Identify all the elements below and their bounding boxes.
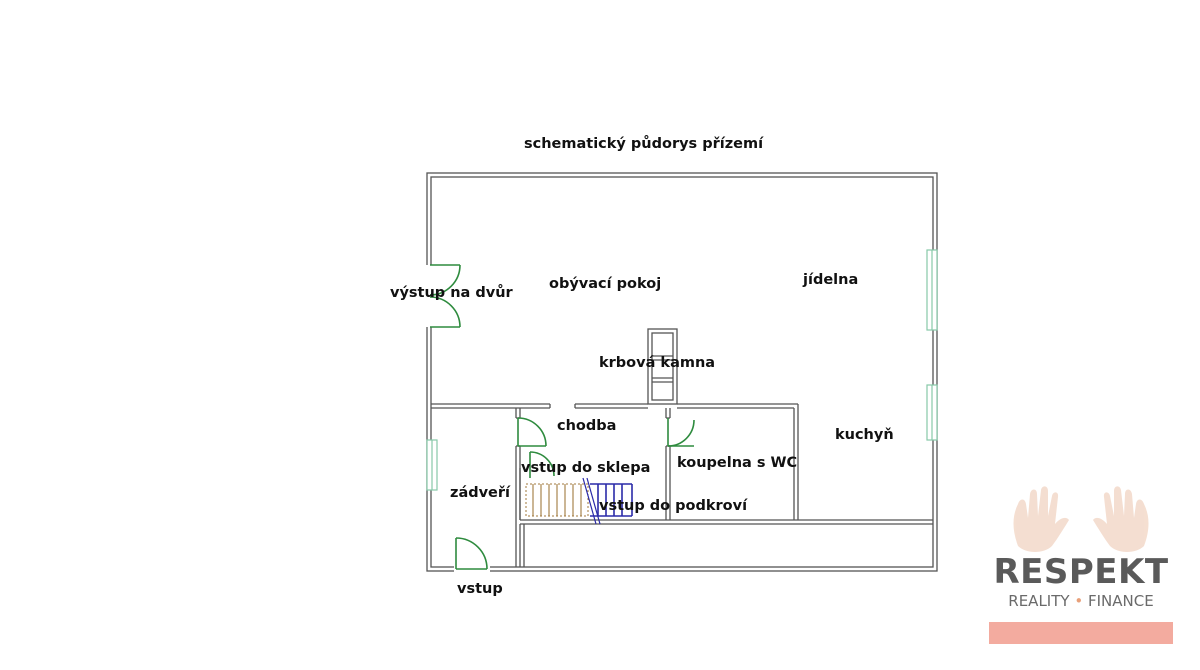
label-entrance: vstup — [457, 581, 503, 597]
label-cellar-entry: vstup do sklepa — [521, 460, 650, 476]
respekt-logo: RESPEKT REALITY • FINANCE — [988, 486, 1174, 646]
label-bathroom: koupelna s WC — [677, 455, 797, 471]
logo-tagline-finance: FINANCE — [1087, 592, 1154, 610]
plan-title: schematický půdorys přízemí — [524, 135, 764, 152]
stairs — [525, 477, 633, 525]
logo-tagline-reality: REALITY — [1008, 592, 1070, 610]
windows — [426, 249, 938, 491]
doors — [426, 264, 695, 573]
door-bathroom — [667, 419, 695, 447]
walls — [426, 172, 938, 572]
label-hallway: chodba — [557, 418, 616, 434]
logo-tagline-dot: • — [1074, 592, 1084, 610]
logo-bar — [989, 622, 1173, 644]
label-dining-room: jídelna — [802, 272, 858, 288]
hands-logo-icon — [1013, 486, 1149, 552]
label-kitchen: kuchyň — [835, 427, 894, 443]
door-cellar — [529, 451, 555, 477]
room-labels: výstup na dvůr obývací pokoj jídelna krb… — [390, 272, 894, 597]
label-vestibule: zádveří — [450, 485, 511, 501]
logo-wordmark: RESPEKT — [993, 552, 1169, 592]
label-fireplace: krbová kamna — [599, 355, 715, 371]
logo-tagline: REALITY • FINANCE — [988, 592, 1174, 610]
label-attic-entry: vstup do podkroví — [599, 498, 748, 514]
label-living-room: obývací pokoj — [549, 276, 661, 292]
label-courtyard-exit: výstup na dvůr — [390, 284, 514, 301]
